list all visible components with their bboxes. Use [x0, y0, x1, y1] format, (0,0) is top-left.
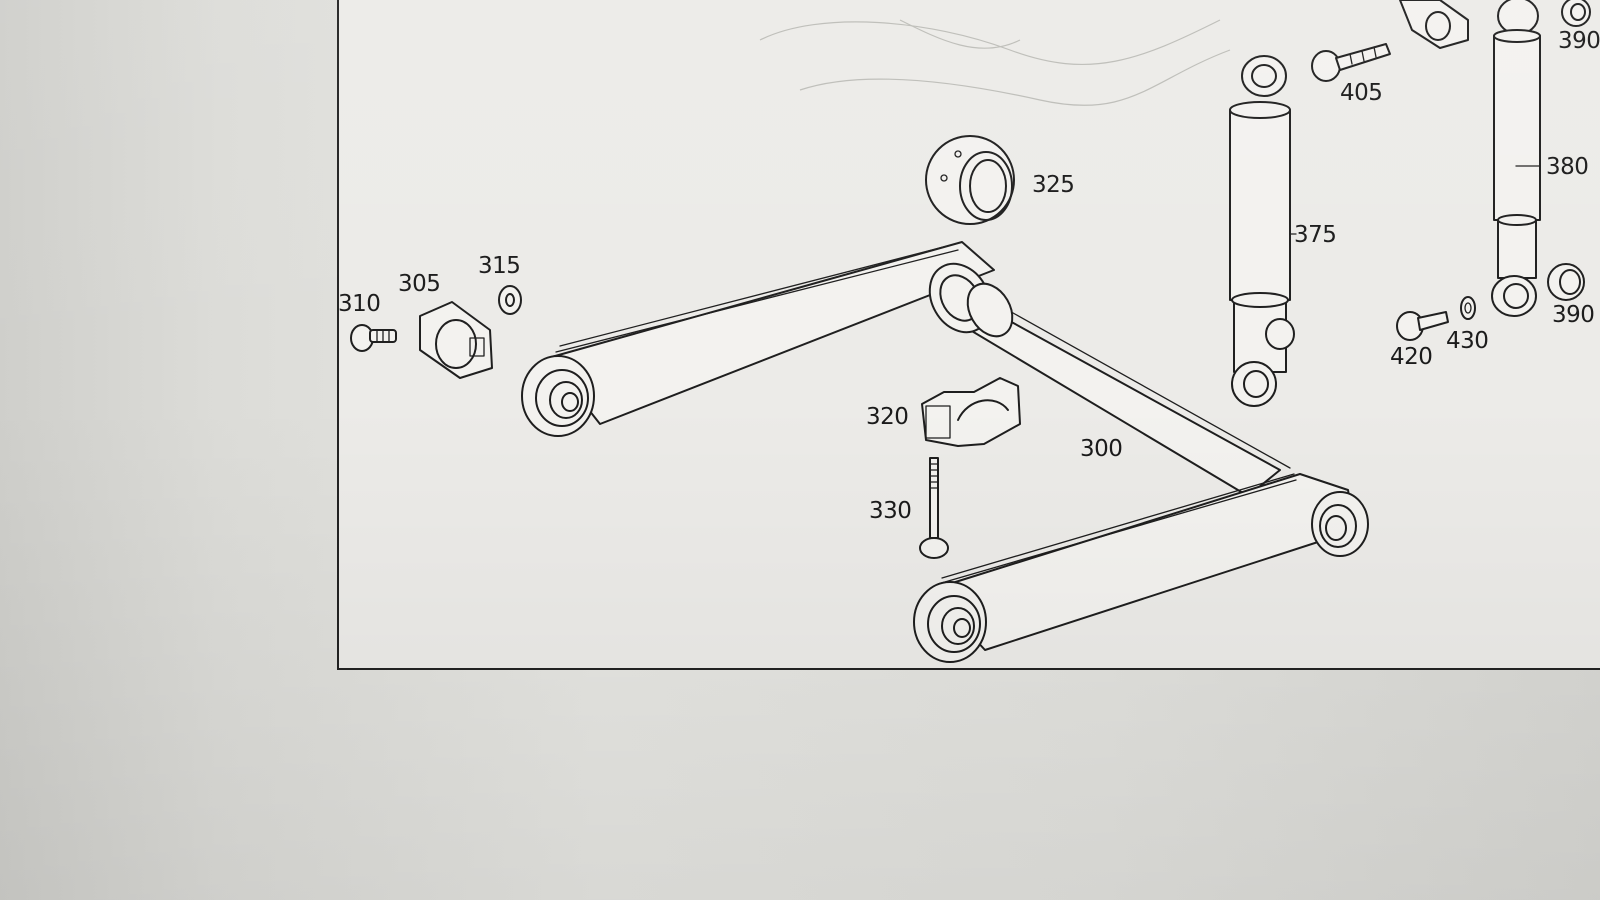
bush-part-390-lower[interactable]	[1547, 263, 1585, 301]
background-sketch	[759, 19, 1231, 106]
bracket-part-305[interactable]	[419, 301, 493, 379]
callout-420: 420	[1390, 344, 1432, 370]
washer-part-430[interactable]	[1460, 296, 1476, 320]
bolt-part-420[interactable]	[1396, 311, 1449, 341]
callout-315: 315	[478, 253, 520, 279]
bolt-part-405[interactable]	[1311, 43, 1391, 82]
callout-325: 325	[1032, 172, 1074, 198]
bush-part-390-upper[interactable]	[1561, 0, 1591, 27]
leader-lines	[1289, 165, 1541, 235]
callout-390-upper: 390	[1558, 28, 1600, 54]
callout-430: 430	[1446, 328, 1488, 354]
callout-320: 320	[866, 404, 908, 430]
shock-absorber-part-375[interactable]	[1229, 55, 1295, 407]
mount-part-partial	[1399, 0, 1469, 49]
callout-310: 310	[338, 291, 380, 317]
washer-part-315[interactable]	[498, 285, 522, 315]
callout-375: 375	[1294, 222, 1336, 248]
clamp-part-320[interactable]	[921, 377, 1021, 447]
screw-part-330[interactable]	[919, 457, 949, 559]
bush-part-325[interactable]	[925, 135, 1015, 225]
callout-330: 330	[869, 498, 911, 524]
callout-390-lower: 390	[1552, 302, 1594, 328]
callout-300: 300	[1080, 436, 1122, 462]
parts-diagram-panel	[337, 0, 1600, 670]
callout-405: 405	[1340, 80, 1382, 106]
callout-380: 380	[1546, 154, 1588, 180]
callout-305: 305	[398, 271, 440, 297]
shock-absorber-part-380[interactable]	[1491, 0, 1541, 317]
bolt-part-310[interactable]	[350, 324, 397, 352]
control-arm-part-300[interactable]	[521, 241, 1369, 663]
